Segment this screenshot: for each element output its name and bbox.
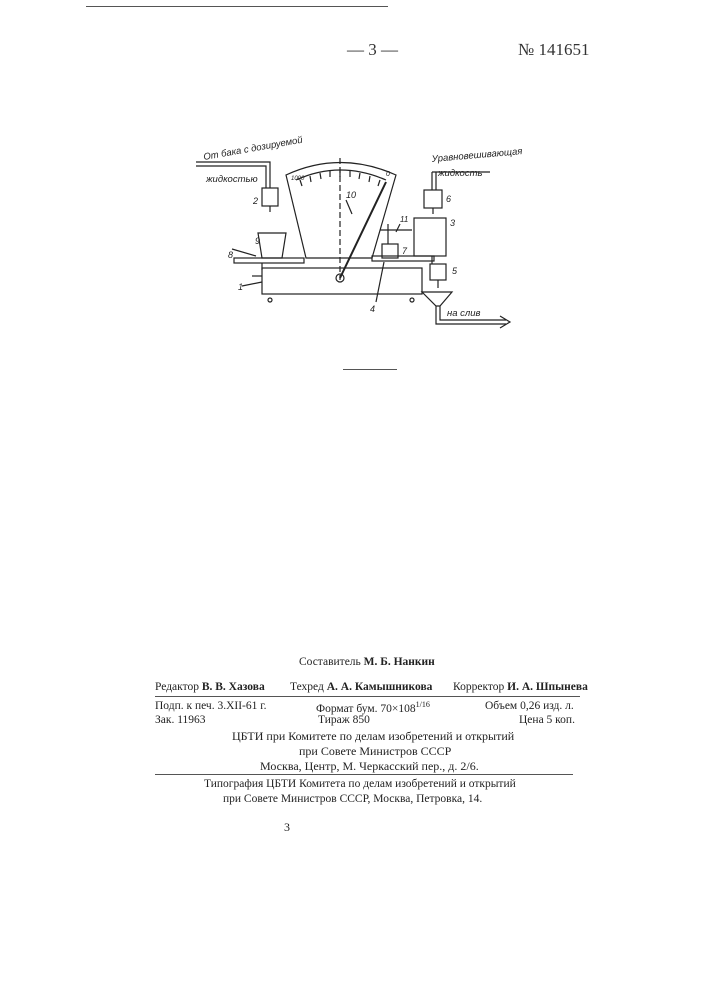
label-source: От бака с дозируемой <box>203 135 305 163</box>
compiler-label: Составитель <box>299 656 361 668</box>
editor-line: Редактор В. В. Хазова <box>155 681 265 693</box>
callout-3: 3 <box>450 218 455 228</box>
techred-name: А. А. Камышникова <box>327 681 433 693</box>
techred-line: Техред А. А. Камышникова <box>290 681 432 693</box>
signed-date: Подп. к печ. 3.XII-61 г. <box>155 700 267 712</box>
callout-7: 7 <box>402 246 408 256</box>
scale-max: 1000 <box>291 176 305 182</box>
publisher-line-3: Москва, Центр, М. Черкасский пер., д. 2/… <box>260 759 479 774</box>
printer-line-2: при Совете Министров СССР, Москва, Петро… <box>223 793 482 805</box>
figure-separator <box>343 369 397 370</box>
apparatus-diagram: От бака с дозируемой жидкостью Уравновеш… <box>0 0 707 400</box>
corrector-name: И. А. Шпынева <box>507 681 588 693</box>
compiler-line: Составитель М. Б. Нанкин <box>299 656 435 668</box>
format-fraction: 1/16 <box>416 700 430 709</box>
techred-label: Техред <box>290 681 324 693</box>
editor-label: Редактор <box>155 681 199 693</box>
callout-10: 10 <box>346 190 356 200</box>
callout-1: 1 <box>238 282 243 292</box>
publisher-line-1: ЦБТИ при Комитете по делам изобретений и… <box>232 729 514 744</box>
price: Цена 5 коп. <box>519 714 575 726</box>
label-balance: Уравновешивающая <box>430 146 523 165</box>
editor-name: В. В. Хазова <box>202 681 265 693</box>
format: Формат бум. 70×1081/16 <box>316 700 430 715</box>
printer-line-1: Типография ЦБТИ Комитета по делам изобре… <box>204 778 516 790</box>
callout-4: 4 <box>370 304 375 314</box>
volume: Объем 0,26 изд. л. <box>485 700 574 712</box>
order-number: Зак. 11963 <box>155 714 206 726</box>
imprint-rule <box>155 774 573 775</box>
circulation: Тираж 850 <box>318 714 370 726</box>
callout-6: 6 <box>446 194 451 204</box>
credits-rule <box>155 696 580 697</box>
corrector-line: Корректор И. А. Шпынева <box>453 681 588 693</box>
scale-zero: 0 <box>386 171 390 178</box>
callout-9: 9 <box>255 236 260 246</box>
label-source-2: жидкостью <box>205 174 258 185</box>
callout-5: 5 <box>452 266 458 276</box>
label-drain: на слив <box>447 308 481 319</box>
page-number: 3 <box>284 820 290 835</box>
callout-11: 11 <box>400 215 408 224</box>
callout-8: 8 <box>228 250 233 260</box>
callout-2: 2 <box>252 196 258 206</box>
compiler-name: М. Б. Нанкин <box>364 656 435 668</box>
publisher-line-2: при Совете Министров СССР <box>299 744 451 759</box>
corrector-label: Корректор <box>453 681 504 693</box>
label-balance-2: жидкость <box>437 168 483 179</box>
